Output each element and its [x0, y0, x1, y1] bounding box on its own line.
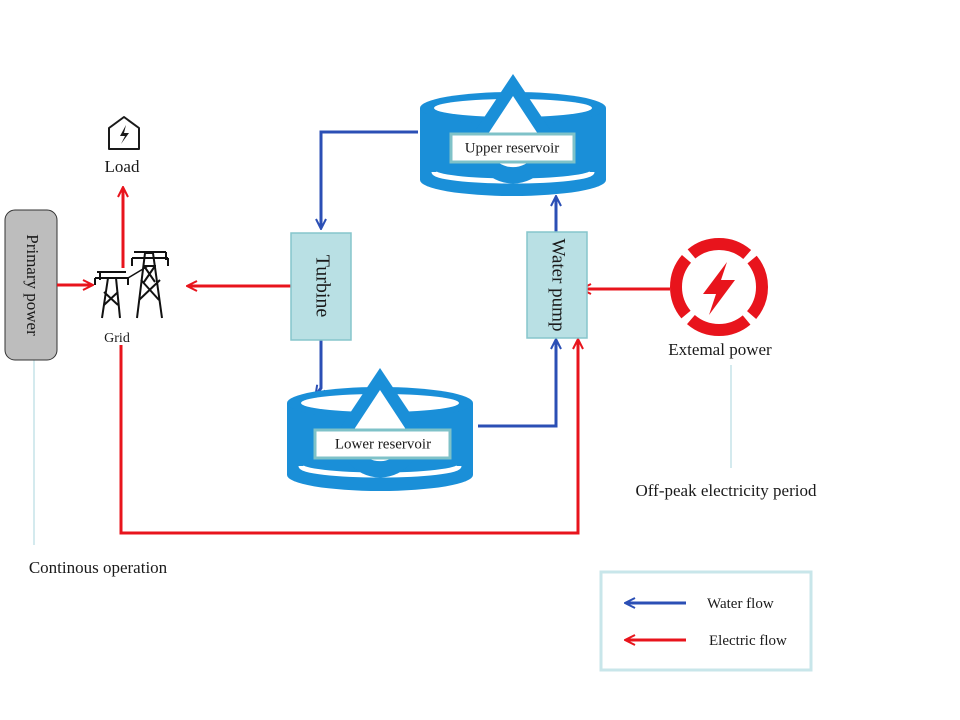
water-pump-label: Water pump [548, 239, 569, 332]
upper-reservoir-label: Upper reservoir [465, 140, 560, 156]
off-peak-label: Off-peak electricity period [636, 481, 817, 500]
load-label: Load [105, 157, 140, 176]
primary-power-label: Primary power [23, 234, 42, 336]
continuous-operation-label: Continous operation [29, 558, 168, 577]
turbine-to-lower-flow [316, 340, 321, 395]
lower-reservoir-label: Lower reservoir [335, 436, 431, 452]
turbine-box: Turbine [290, 232, 352, 341]
grid-to-pump-arrow [119, 340, 578, 535]
upper-to-turbine-flow [321, 130, 418, 228]
transmission-tower-icon [94, 251, 169, 319]
legend-electric-flow-label: Electric flow [709, 633, 787, 649]
primary-power-box: Primary power [4, 209, 58, 361]
lightning-circle-icon [670, 238, 768, 336]
lower-to-pump-flow [478, 340, 556, 428]
lower-reservoir-icon: Lower reservoir [287, 368, 473, 491]
legend-water-flow-label: Water flow [707, 596, 774, 612]
house-lightning-icon [108, 116, 140, 150]
turbine-label: Turbine [311, 255, 333, 318]
water-pump-box: Water pump [526, 231, 588, 339]
legend: Water flow Electric flow [599, 570, 813, 672]
external-power-label: Extemal power [668, 340, 772, 359]
upper-reservoir-icon: Upper reservoir [420, 74, 606, 196]
grid-label: Grid [104, 331, 130, 346]
